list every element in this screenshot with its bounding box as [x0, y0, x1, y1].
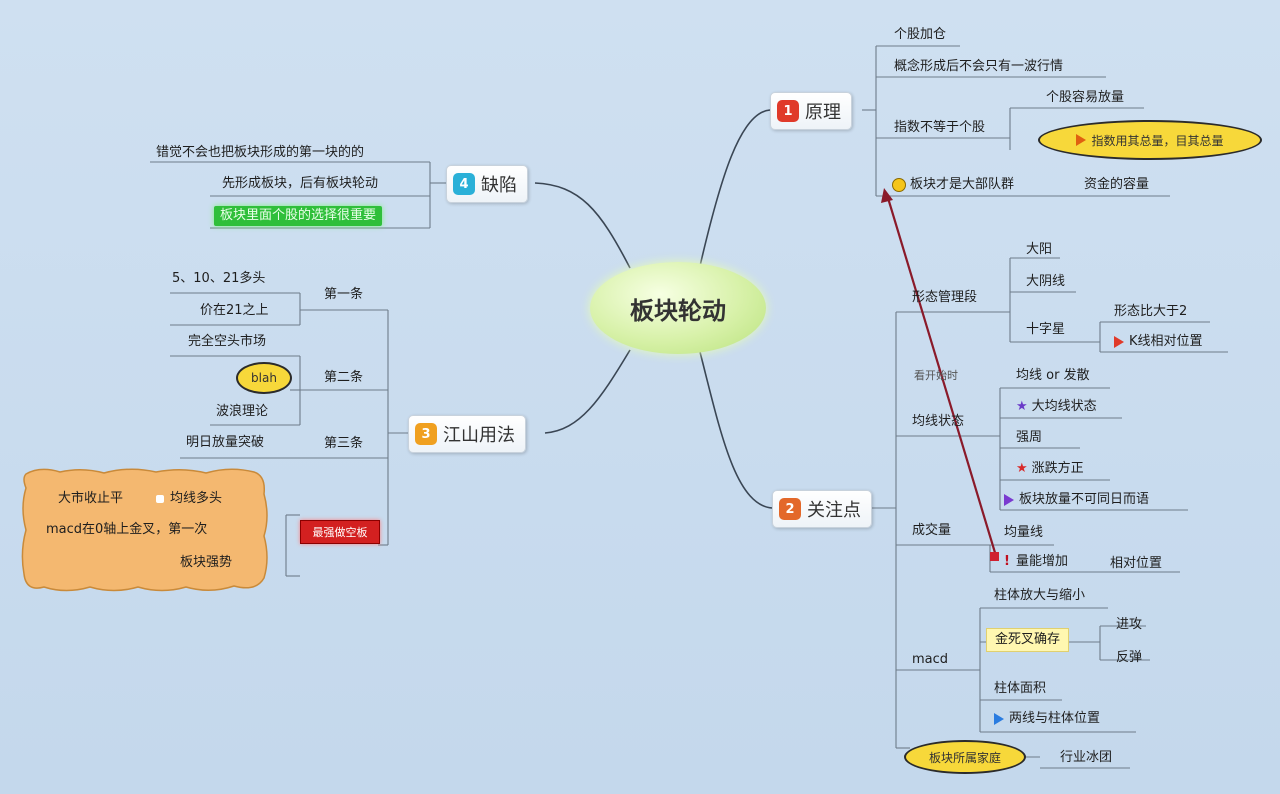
- node-b3-red-tag[interactable]: 最强做空板: [300, 520, 380, 544]
- node-b2-item[interactable]: 柱体放大与缩小: [994, 588, 1086, 603]
- note-line: 均线多头: [156, 491, 222, 507]
- node-b2-item[interactable]: 大阴线: [1026, 274, 1066, 289]
- flag-icon: [1114, 335, 1124, 348]
- note-line: macd在0轴上金叉，第一次: [46, 522, 208, 537]
- node-b3-label[interactable]: 第二条: [324, 370, 364, 385]
- node-b2-item[interactable]: 强周: [1016, 430, 1043, 445]
- bullet-icon: [156, 494, 164, 503]
- number-2-icon: 2: [779, 498, 801, 520]
- node-b3-red-tag-label: 最强做空板: [312, 526, 368, 539]
- node-b2-item[interactable]: 金死叉确存: [986, 628, 1070, 652]
- node-b2-item[interactable]: 看开始时: [914, 369, 958, 382]
- node-b2-item-label: 大均线状态: [1031, 399, 1097, 414]
- number-4-icon: 4: [453, 173, 475, 195]
- node-b3-bubble[interactable]: blah: [236, 362, 292, 394]
- number-3-icon: 3: [415, 423, 437, 445]
- note-callout: [21, 468, 268, 592]
- branch-usage-label: 江山用法: [443, 425, 515, 446]
- node-b2-item-label: 量能增加: [1015, 554, 1068, 569]
- smiley-icon: [892, 177, 906, 192]
- node-b2-item[interactable]: 大阳: [1026, 242, 1053, 257]
- node-b4-highlight[interactable]: 板块里面个股的选择很重要: [214, 206, 383, 226]
- node-b1-item[interactable]: 资金的容量: [1084, 177, 1150, 192]
- node-b2-item-label: 涨跌方正: [1031, 461, 1084, 476]
- node-b1-item[interactable]: 个股容易放量: [1046, 90, 1125, 105]
- node-b2-group[interactable]: 均线状态: [912, 414, 965, 429]
- node-b1-item[interactable]: 概念形成后不会只有一波行情: [894, 59, 1064, 74]
- node-b4-item[interactable]: 先形成板块，后有板块轮动: [222, 176, 379, 191]
- node-b2-group[interactable]: 形态管理段: [912, 290, 978, 305]
- central-topic-label: 板块轮动: [630, 296, 726, 325]
- purple-star-icon: ★: [1016, 399, 1028, 414]
- note-line: 大市收止平: [58, 491, 124, 506]
- branch-focus-points-label: 关注点: [807, 500, 861, 521]
- node-b3-label[interactable]: 第一条: [324, 287, 364, 302]
- node-b3-item[interactable]: 波浪理论: [216, 404, 269, 419]
- node-b2-item[interactable]: ★大均线状态: [1016, 399, 1097, 415]
- node-b2-item[interactable]: ★涨跌方正: [1016, 461, 1084, 477]
- node-b2-group[interactable]: 成交量: [912, 523, 952, 538]
- branch-usage[interactable]: 3 江山用法: [408, 415, 526, 453]
- branch-focus-points[interactable]: 2 关注点: [772, 490, 872, 528]
- node-b4-item[interactable]: 错觉不会也把板块形成的第一块的的: [156, 145, 365, 160]
- note-line: 板块强势: [180, 555, 233, 570]
- branch-defects[interactable]: 4 缺陷: [446, 165, 528, 203]
- node-b3-label[interactable]: 第三条: [324, 436, 364, 451]
- note-line-label: 均线多头: [170, 491, 223, 506]
- node-b2-item-label: 板块放量不可同日而语: [1019, 492, 1150, 507]
- central-topic[interactable]: 板块轮动: [590, 262, 766, 354]
- node-b2-item[interactable]: 板块放量不可同日而语: [1004, 492, 1149, 508]
- node-b2-item[interactable]: 柱体面积: [994, 681, 1047, 696]
- node-b2-item[interactable]: 相对位置: [1110, 556, 1163, 571]
- node-b1-item[interactable]: 指数不等于个股: [894, 120, 986, 135]
- flag-icon: [1076, 134, 1087, 146]
- node-b1-item[interactable]: 板块才是大部队群: [892, 177, 1014, 193]
- exclamation-icon: !: [1004, 554, 1010, 569]
- node-b2-item[interactable]: 均量线: [1004, 525, 1044, 540]
- node-b2-item[interactable]: 两线与柱体位置: [994, 711, 1100, 727]
- node-b3-item[interactable]: 价在21之上: [200, 303, 269, 318]
- flag-icon: [1004, 493, 1014, 506]
- node-b3-item[interactable]: 明日放量突破: [186, 435, 265, 450]
- node-b2-group[interactable]: macd: [912, 652, 949, 667]
- number-1-icon: 1: [777, 100, 799, 122]
- node-b1-highlight[interactable]: 指数用其总量，目其总量: [1038, 120, 1262, 160]
- node-b2-item[interactable]: 行业冰团: [1060, 750, 1113, 765]
- node-b1-item-label: 板块才是大部队群: [910, 177, 1015, 192]
- node-b2-item[interactable]: 进攻: [1116, 617, 1143, 632]
- node-b2-family[interactable]: 板块所属家庭: [904, 740, 1026, 774]
- branch-principle[interactable]: 1 原理: [770, 92, 852, 130]
- red-star-icon: ★: [1016, 461, 1028, 476]
- node-b2-item[interactable]: 反弹: [1116, 650, 1143, 665]
- node-b2-item[interactable]: K线相对位置: [1114, 334, 1203, 350]
- branch-defects-label: 缺陷: [481, 175, 517, 196]
- node-b3-item[interactable]: 完全空头市场: [188, 334, 267, 349]
- flag-icon: [994, 712, 1004, 725]
- node-b2-item[interactable]: ! 量能增加: [1004, 554, 1068, 570]
- node-b2-item[interactable]: 十字星: [1026, 322, 1066, 337]
- node-b3-item[interactable]: 5、10、21多头: [172, 271, 266, 286]
- branch-principle-label: 原理: [805, 102, 841, 123]
- node-b2-item-label: K线相对位置: [1129, 334, 1203, 349]
- node-b2-item[interactable]: 均线 or 发散: [1016, 368, 1090, 383]
- node-b1-highlight-label: 指数用其总量，目其总量: [1091, 133, 1224, 148]
- node-b2-item-label: 两线与柱体位置: [1009, 711, 1101, 726]
- node-b2-item[interactable]: 形态比大于2: [1114, 304, 1188, 319]
- node-b1-item[interactable]: 个股加仓: [894, 27, 947, 42]
